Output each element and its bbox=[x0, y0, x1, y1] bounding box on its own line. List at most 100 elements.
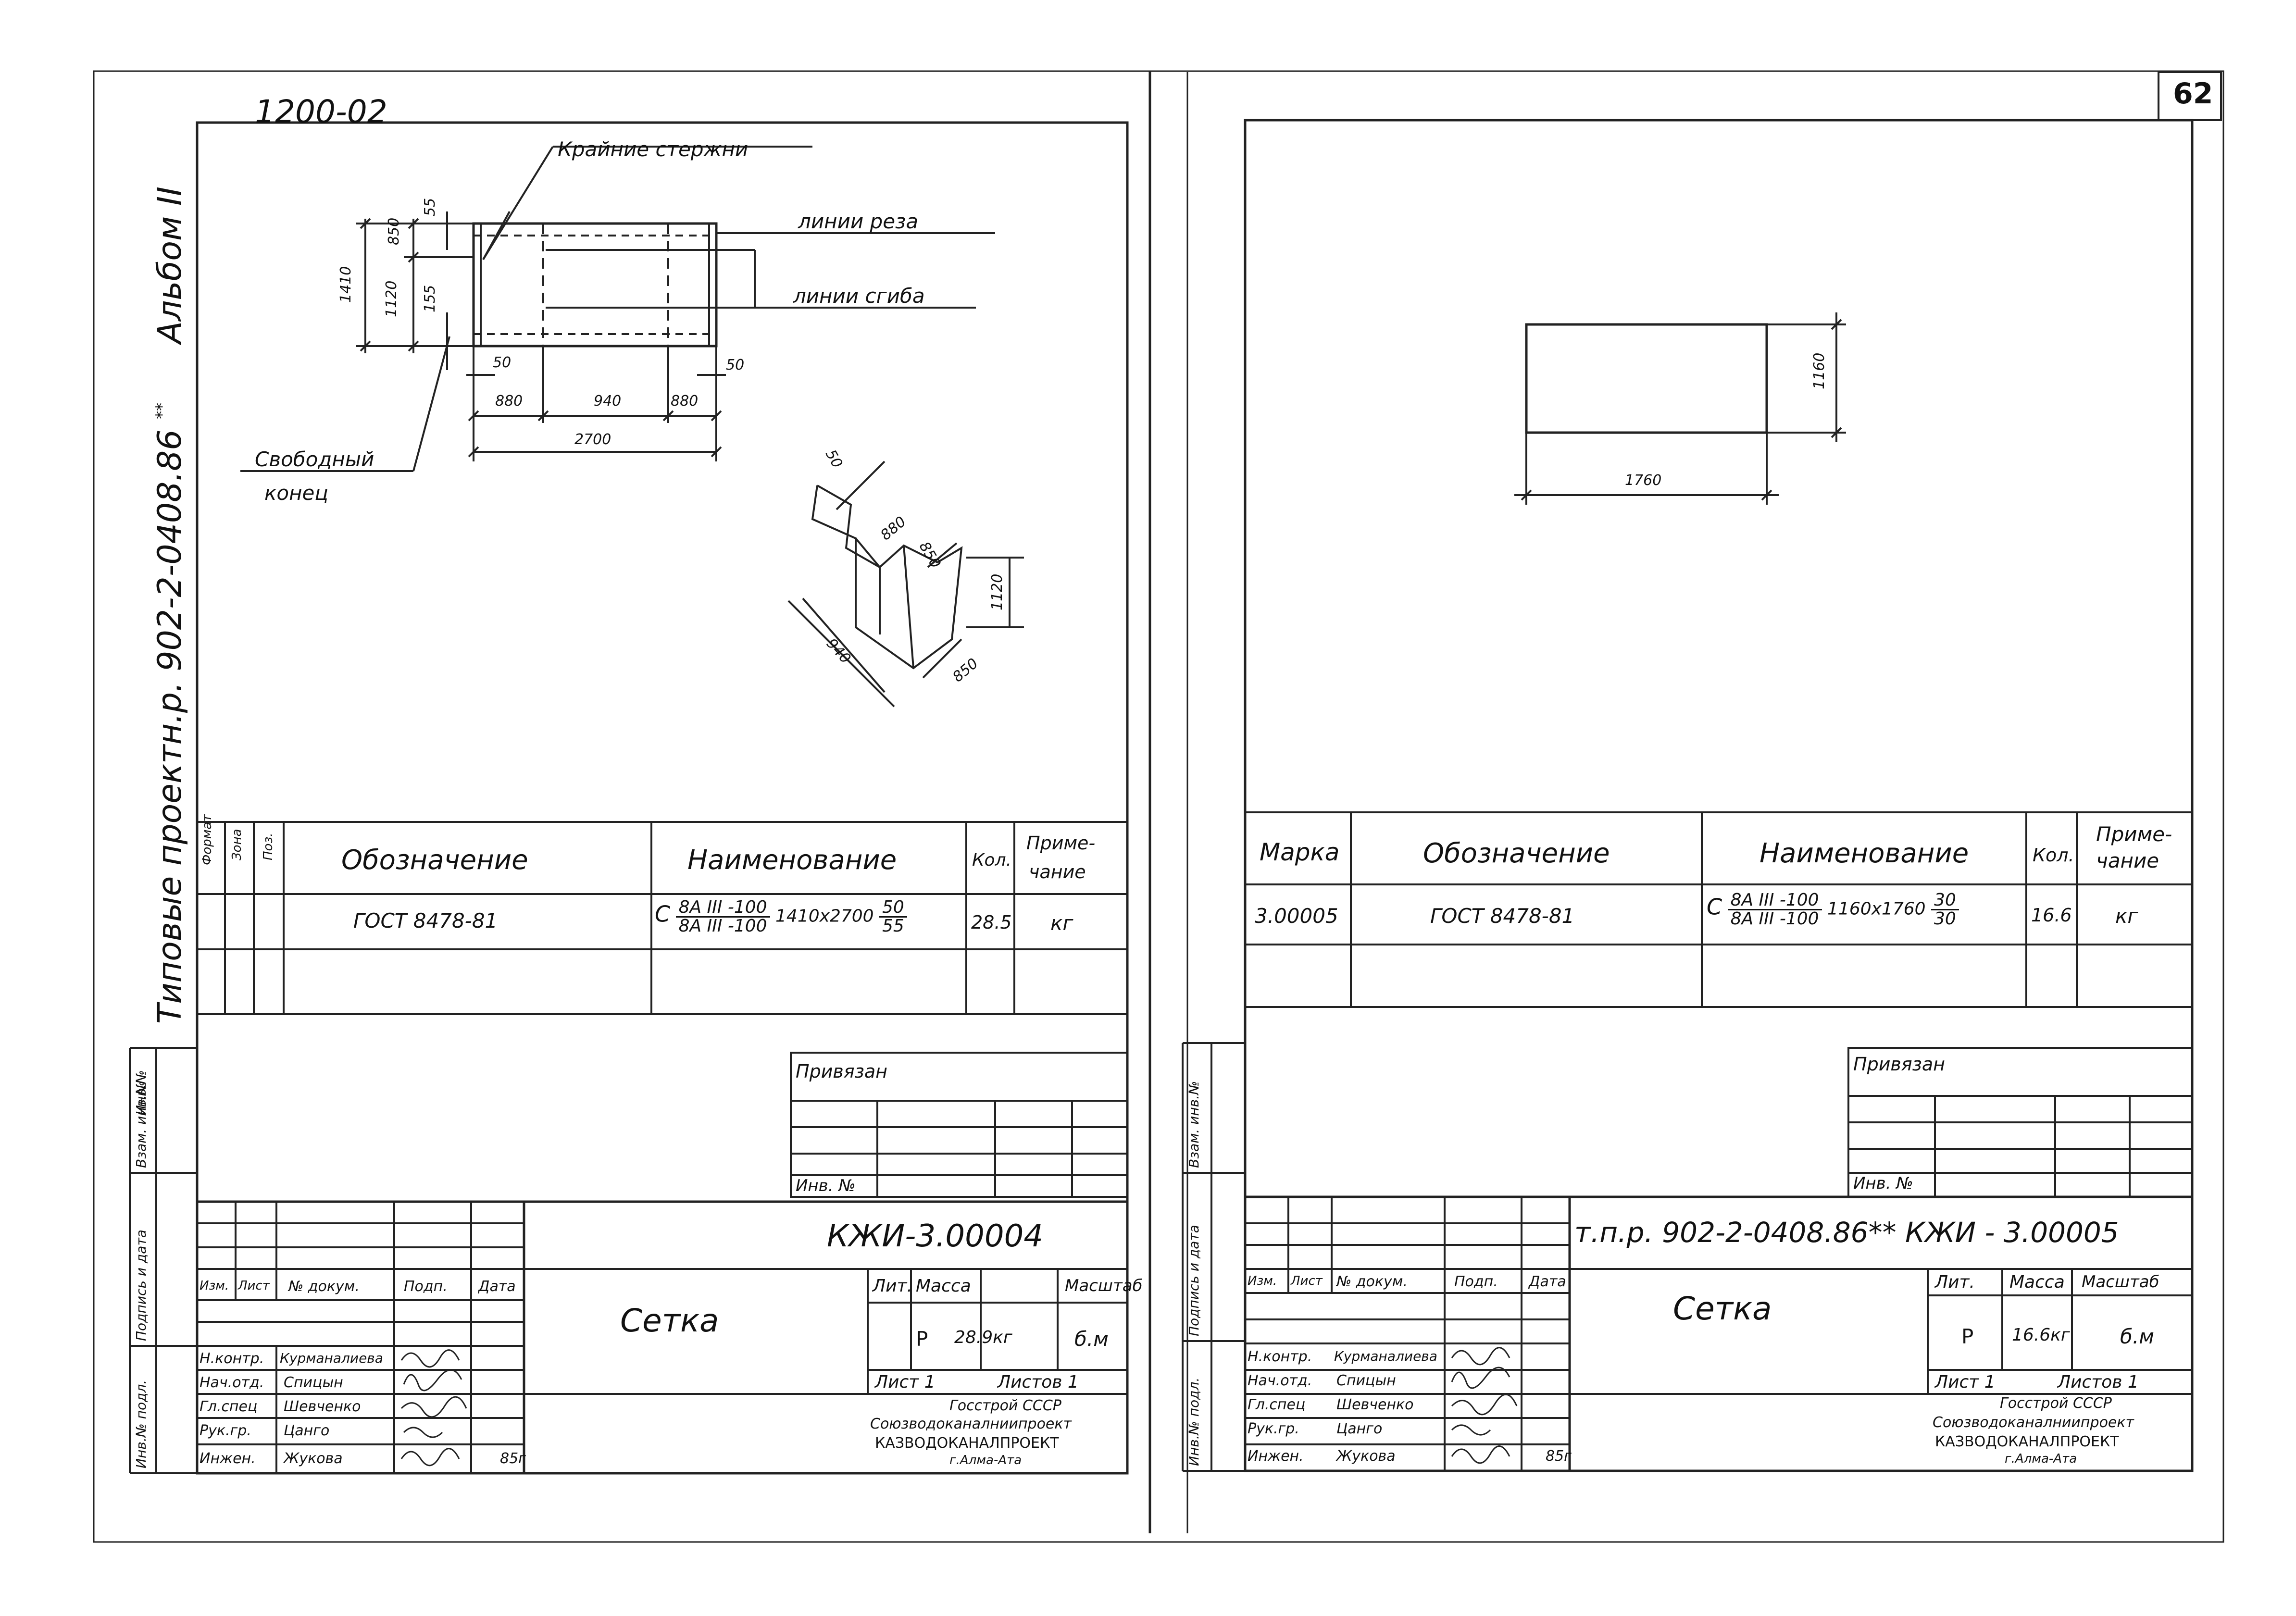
title-header-date: Дата bbox=[478, 1278, 516, 1295]
person-role: Рук.гр. bbox=[200, 1422, 251, 1439]
org-line-3: КАЗВОДОКАНАЛПРОЕКТ bbox=[875, 1435, 1059, 1452]
person-name: Жукова bbox=[1336, 1448, 1396, 1465]
spec-header-note-1: Приме- bbox=[2096, 822, 2172, 846]
person-role: Нач.отд. bbox=[200, 1374, 264, 1391]
spec-row-note: кг bbox=[2115, 904, 2138, 928]
spec-row-name: С 8А III -100 8А III -100 1160х1760 30 3… bbox=[1707, 892, 1959, 928]
sheet-number: Лист 1 bbox=[1935, 1372, 1996, 1392]
org-line-2: Союзводоканалниипроект bbox=[870, 1416, 1072, 1432]
lit-value: Р bbox=[916, 1327, 928, 1351]
lit-header: Лит. bbox=[873, 1276, 912, 1296]
person-role: Инжен. bbox=[200, 1450, 256, 1467]
person-role: Гл.спец bbox=[200, 1398, 258, 1415]
scale-header: Масштаб bbox=[2082, 1272, 2159, 1292]
person-name: Цанго bbox=[1336, 1420, 1383, 1437]
dim-50-right: 50 bbox=[726, 357, 745, 373]
dim-2700: 2700 bbox=[574, 431, 611, 448]
spec-header-note-2: чание bbox=[2096, 849, 2159, 872]
person-name: Спицын bbox=[284, 1374, 343, 1391]
year-label: 85г bbox=[500, 1450, 526, 1467]
person-role: Нач.отд. bbox=[1248, 1372, 1312, 1389]
org-line-3: КАЗВОДОКАНАЛПРОЕКТ bbox=[1935, 1433, 2119, 1450]
spec-row-ratio-num: 50 bbox=[879, 899, 907, 918]
title-header-izm: Изм. bbox=[1248, 1274, 1277, 1288]
spec-header-qty: Кол. bbox=[2033, 845, 2074, 866]
title-header-list: Лист bbox=[1291, 1274, 1323, 1288]
person-name: Спицын bbox=[1336, 1372, 1396, 1389]
spec-row-prefix: С bbox=[1707, 894, 1722, 920]
spec-row-den: 8А III -100 bbox=[1730, 909, 1819, 929]
spec-row-mark: 3.00005 bbox=[1255, 904, 1338, 928]
org-line-1: Госстрой СССР bbox=[949, 1397, 1061, 1414]
title-header-date: Дата bbox=[1529, 1273, 1566, 1290]
privyazan-label: Привязан bbox=[796, 1061, 887, 1082]
corner-code: 1200-02 bbox=[255, 93, 387, 130]
dim-width: 1760 bbox=[1625, 472, 1662, 489]
spec-row-designation: ГОСТ 8478-81 bbox=[353, 909, 498, 932]
spec-header-designation: Обозначение bbox=[1423, 838, 1610, 869]
spec-header-name: Наименование bbox=[1759, 838, 1969, 869]
mass-value: 16.6кг bbox=[2012, 1325, 2070, 1345]
dim-880-left: 880 bbox=[495, 393, 523, 410]
sheets-count: Листов 1 bbox=[2058, 1372, 2139, 1392]
spec-row-qty: 28.5 bbox=[971, 912, 1012, 933]
spec-row-num: 8А III -100 bbox=[1727, 892, 1822, 910]
spec-header-note-2: чание bbox=[1029, 861, 1086, 883]
title-header-doc: № докум. bbox=[288, 1278, 360, 1295]
inv-no-label: Инв. № bbox=[1853, 1174, 1913, 1193]
spec-row-designation: ГОСТ 8478-81 bbox=[1430, 904, 1575, 928]
person-name: Курманалиева bbox=[1334, 1348, 1437, 1364]
person-role: Гл.спец bbox=[1248, 1396, 1306, 1413]
lit-value: Р bbox=[1961, 1325, 1974, 1348]
sheets-count: Листов 1 bbox=[998, 1372, 1079, 1392]
dim-50-left: 50 bbox=[493, 354, 512, 371]
person-name: Цанго bbox=[284, 1422, 330, 1439]
spec-row-qty: 16.6 bbox=[2031, 905, 2072, 926]
spec-row-den: 8А III -100 bbox=[678, 916, 767, 936]
person-name: Шевченко bbox=[1336, 1396, 1414, 1413]
spec-row-note: кг bbox=[1050, 911, 1073, 935]
spec-header-mark: Марка bbox=[1260, 838, 1340, 866]
callout-cut-lines: линии реза bbox=[798, 210, 919, 233]
sheet-title: Сетка bbox=[1673, 1290, 1772, 1327]
spec-row-size: 1160х1760 bbox=[1827, 899, 1926, 919]
person-role: Н.контр. bbox=[1248, 1348, 1312, 1365]
spec-row-size: 1410х2700 bbox=[775, 906, 874, 926]
spec-row-fraction: 8А III -100 8А III -100 bbox=[1727, 892, 1822, 929]
spec-row-fraction: 8А III -100 8А III -100 bbox=[675, 899, 770, 936]
title-header-sign: Подп. bbox=[404, 1278, 448, 1295]
spec-row-ratio-num: 30 bbox=[1931, 892, 1959, 910]
title-header-list: Лист bbox=[238, 1279, 270, 1293]
lit-header: Лит. bbox=[1935, 1272, 1975, 1292]
spec-row-prefix: С bbox=[655, 901, 671, 927]
privyazan-label: Привязан bbox=[1853, 1054, 1945, 1075]
org-line-1: Госстрой СССР bbox=[2000, 1395, 2112, 1412]
sheet-number: Лист 1 bbox=[875, 1372, 936, 1392]
inv-no-label: Инв. № bbox=[796, 1176, 856, 1195]
mass-value: 28.9кг bbox=[954, 1328, 1012, 1347]
spec-header-qty: Кол. bbox=[972, 850, 1012, 870]
person-name: Жукова bbox=[284, 1450, 343, 1467]
callout-free-end-2: конец bbox=[264, 481, 328, 505]
person-name: Шевченко bbox=[284, 1398, 361, 1415]
org-line-4: г.Алма-Ата bbox=[949, 1453, 1022, 1467]
spec-header-note-1: Приме- bbox=[1026, 833, 1096, 854]
spec-row-ratio-den: 30 bbox=[1934, 909, 1956, 929]
spec-row-ratio-den: 55 bbox=[882, 916, 904, 936]
person-role: Рук.гр. bbox=[1248, 1420, 1299, 1437]
page-number: 62 bbox=[2173, 77, 2213, 111]
spec-row-ratio: 50 55 bbox=[879, 899, 907, 935]
mass-header: Масса bbox=[916, 1276, 971, 1296]
callout-bend-lines: линии сгиба bbox=[793, 284, 925, 308]
dim-880-right: 880 bbox=[671, 393, 699, 410]
person-name: Курманалиева bbox=[280, 1350, 383, 1366]
sheet-title: Сетка bbox=[620, 1302, 719, 1339]
spec-row-ratio: 30 30 bbox=[1931, 892, 1959, 928]
scale-value: б.м bbox=[2120, 1325, 2154, 1348]
person-role: Инжен. bbox=[1248, 1448, 1304, 1465]
callout-free-end-1: Свободный bbox=[255, 448, 374, 471]
spec-row-num: 8А III -100 bbox=[675, 899, 770, 918]
title-header-izm: Изм. bbox=[200, 1279, 229, 1293]
